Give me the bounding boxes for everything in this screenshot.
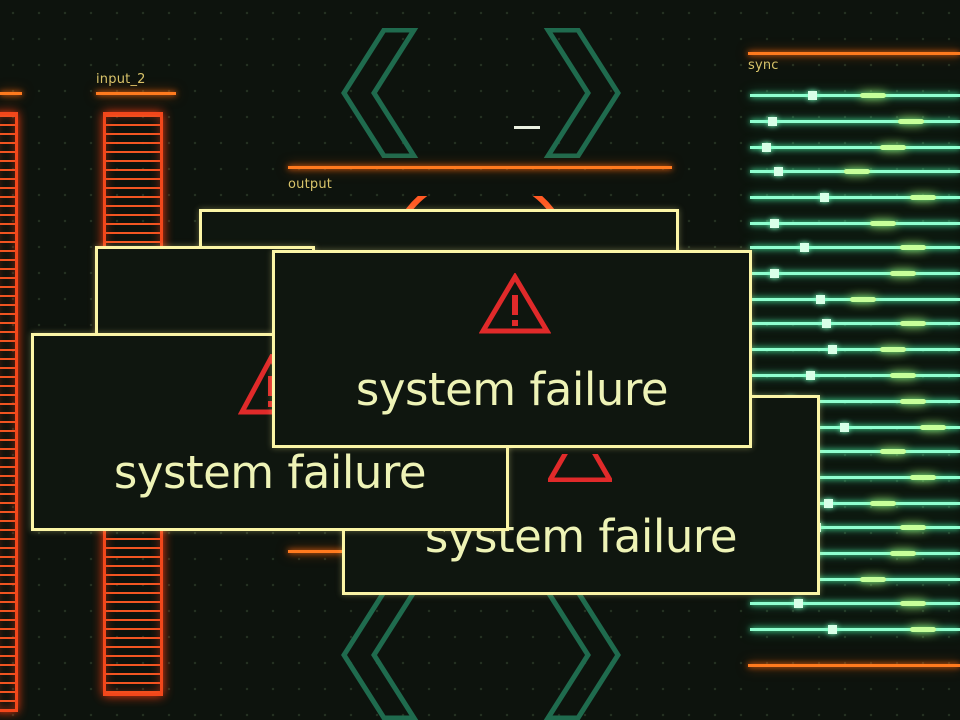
rail-knob[interactable] [774, 167, 783, 176]
input-2-line [96, 92, 176, 95]
rail-knob[interactable] [794, 599, 803, 608]
sync-rail[interactable] [750, 219, 960, 228]
left-edge-line [0, 92, 22, 95]
chevron-left-icon[interactable] [340, 28, 420, 158]
sync-bottom-line [748, 664, 960, 667]
rail-glow [900, 601, 926, 606]
rail-knob[interactable] [770, 219, 779, 228]
rail-glow [900, 525, 926, 530]
chevron-left-icon[interactable] [340, 590, 420, 720]
sync-rail[interactable] [750, 243, 960, 252]
sync-rail[interactable] [750, 625, 960, 634]
sync-rail[interactable] [750, 371, 960, 380]
rail-glow [900, 399, 926, 404]
rail-knob[interactable] [816, 295, 825, 304]
sync-rail[interactable] [750, 423, 960, 432]
sync-rail[interactable] [750, 295, 960, 304]
rail-glow [890, 373, 916, 378]
alert-message: system failure [113, 446, 427, 499]
sync-rail[interactable] [750, 319, 960, 328]
sync-rail[interactable] [750, 345, 960, 354]
rail-glow [844, 169, 870, 174]
sync-rail[interactable] [750, 91, 960, 100]
rail-glow [910, 195, 936, 200]
rail-glow [880, 449, 906, 454]
rail-glow [890, 271, 916, 276]
rail-knob[interactable] [808, 91, 817, 100]
rail-glow [870, 221, 896, 226]
warning-triangle-icon [548, 454, 612, 482]
rail-glow [850, 297, 876, 302]
sync-rail[interactable] [750, 269, 960, 278]
sync-rail[interactable] [750, 167, 960, 176]
sync-rail[interactable] [750, 499, 960, 508]
rail-knob[interactable] [822, 319, 831, 328]
rail-glow [890, 551, 916, 556]
rail-knob[interactable] [824, 499, 833, 508]
left-meter-bar [0, 112, 18, 712]
output-label: output [288, 177, 333, 192]
rail-knob[interactable] [806, 371, 815, 380]
chevron-right-icon[interactable] [542, 28, 622, 158]
sync-rail[interactable] [750, 143, 960, 152]
sync-rail[interactable] [750, 193, 960, 202]
rail-glow [880, 347, 906, 352]
rail-glow [910, 475, 936, 480]
rail-glow [900, 321, 926, 326]
sync-label: sync [748, 58, 779, 73]
output-line [288, 166, 672, 169]
rail-knob[interactable] [800, 243, 809, 252]
rail-glow [860, 577, 886, 582]
sync-rail[interactable] [750, 599, 960, 608]
warning-triangle-icon [479, 273, 551, 334]
rail-knob[interactable] [768, 117, 777, 126]
chevron-right-icon[interactable] [542, 590, 622, 720]
rail-glow [920, 425, 946, 430]
rail-glow [870, 501, 896, 506]
sync-top-line [748, 52, 960, 55]
alert-window[interactable]: system failure [272, 250, 752, 448]
alert-message: system failure [355, 363, 669, 416]
rail-glow [860, 93, 886, 98]
rail-knob[interactable] [840, 423, 849, 432]
output-lower-line [288, 550, 344, 553]
rail-knob[interactable] [820, 193, 829, 202]
top-glitch-mark [514, 126, 540, 129]
rail-knob[interactable] [770, 269, 779, 278]
rail-knob[interactable] [762, 143, 771, 152]
input-2-label: input_2 [96, 72, 146, 87]
rail-knob[interactable] [828, 625, 837, 634]
rail-glow [898, 119, 924, 124]
rail-glow [900, 245, 926, 250]
rail-glow [910, 627, 936, 632]
output-dial [397, 196, 563, 226]
rail-knob[interactable] [828, 345, 837, 354]
sync-rail[interactable] [750, 117, 960, 126]
rail-glow [880, 145, 906, 150]
